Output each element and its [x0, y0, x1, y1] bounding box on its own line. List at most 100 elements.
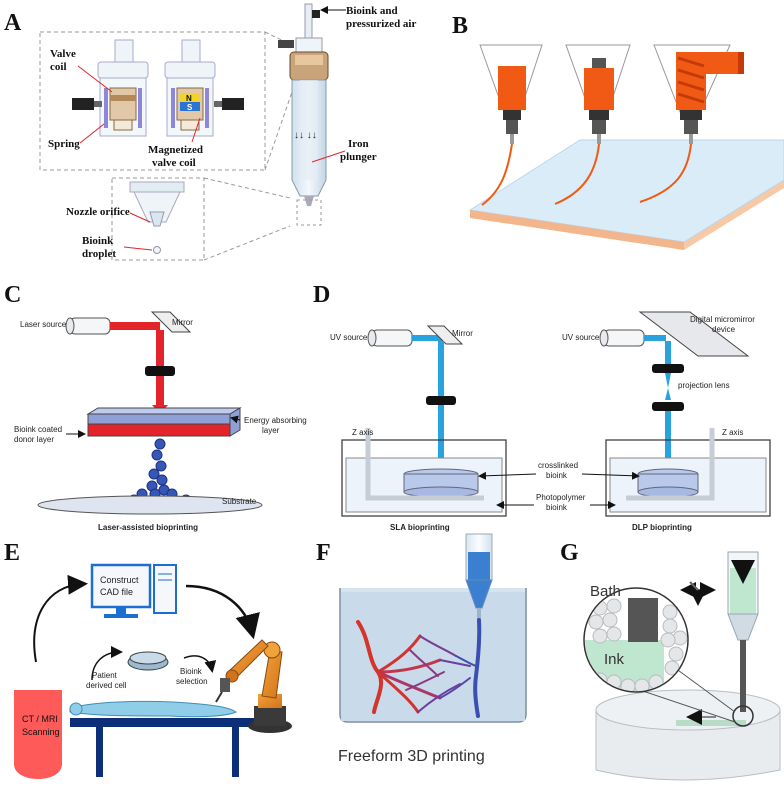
donor-label-2: donor layer — [14, 435, 54, 444]
panel-letter-b: B — [452, 13, 468, 39]
uv-beam-dlp — [665, 411, 671, 471]
pneumatic-extruder — [481, 66, 526, 206]
panel-letter-c: C — [4, 282, 21, 308]
dmd-label-1: Digital micromirror — [690, 315, 755, 324]
valve-zoom-frame — [39, 31, 266, 171]
sla-caption: SLA bioprinting — [390, 523, 450, 532]
droplet-label-2: droplet — [82, 248, 116, 260]
nozzle-orifice-label: Nozzle orifice — [66, 206, 130, 218]
uv-source-label-left: UV source — [330, 333, 368, 342]
energy-label-2: layer — [262, 426, 280, 435]
uv-source-left — [371, 329, 413, 347]
energy-label-1: Energy absorbing — [244, 416, 307, 425]
panel-e: E Construct CAD file CT / MRI Scanning P… — [4, 540, 292, 779]
donor-label-1: Bioink coated — [14, 425, 62, 434]
photopolymer-label-2: bioink — [546, 503, 568, 512]
substrate-label: Substrate — [222, 497, 257, 506]
mirror-label-d: Mirror — [452, 329, 473, 338]
panel-b: B — [452, 13, 784, 250]
bath-label: Bath — [590, 583, 621, 600]
laser-source-label: Laser source — [20, 320, 67, 329]
projection-lens-label: projection lens — [678, 381, 730, 390]
panel-letter-f: F — [316, 540, 331, 566]
panel-g: G — [560, 540, 781, 781]
svg-text:↓↓ ↓↓: ↓↓ ↓↓ — [294, 130, 317, 141]
arrow-scan-to-cad — [33, 574, 88, 663]
bioink-sel-label-2: selection — [176, 677, 208, 686]
dlp-vat — [605, 439, 771, 517]
drop-on-demand-head: ↓↓ ↓↓ — [278, 3, 329, 226]
operating-table — [70, 718, 264, 727]
panel-c: C Laser source Mirror Energy absorbing l… — [4, 282, 307, 532]
robotic-arm — [215, 639, 292, 733]
bioink-sel-label-1: Bioink — [180, 667, 203, 676]
energy-absorbing-layer — [87, 413, 231, 425]
mirror-d — [426, 325, 464, 345]
motion-arrows — [680, 581, 716, 606]
ct-scanner-tube — [14, 690, 62, 779]
printed-vasculature — [356, 618, 482, 718]
iron-plunger-label-1: Iron — [348, 138, 369, 150]
ct-label-1: CT / MRI — [22, 714, 58, 724]
iron-plunger-label-2: plunger — [340, 151, 377, 163]
patient-figure — [69, 700, 237, 718]
ink-label: Ink — [604, 651, 625, 668]
spring-label: Spring — [48, 138, 80, 150]
laser-caption: Laser-assisted bioprinting — [98, 523, 198, 532]
valve-coil-label-2: coil — [50, 61, 67, 73]
nozzle-zoom-frame — [111, 177, 205, 261]
laser-beam-horizontal — [110, 322, 160, 330]
panel-letter-e: E — [4, 540, 20, 566]
construct-label-1: Construct — [100, 575, 139, 585]
cad-tower — [153, 564, 177, 614]
magnetized-label-1: Magnetized — [148, 144, 203, 156]
panel-letter-g: G — [560, 540, 579, 566]
bioink-air-label-2: pressurized air — [346, 18, 416, 30]
digital-micromirror-device — [638, 311, 750, 357]
bioink-donor-layer — [87, 423, 231, 437]
dlp-caption: DLP bioprinting — [632, 523, 692, 532]
patient-label-2: derived cell — [86, 681, 127, 690]
substrate — [37, 495, 263, 515]
piston-extruder — [554, 58, 614, 205]
laser-source — [69, 317, 111, 335]
panel-letter-d: D — [313, 282, 330, 308]
construct-label-2: CAD file — [100, 587, 133, 597]
crosslinked-label-1: crosslinked — [538, 461, 578, 470]
magnet-n-label: N — [186, 94, 192, 103]
freeform-caption: Freeform 3D printing — [338, 748, 485, 765]
panel-d: D UV source Mirror Z axis SLA bioprintin… — [313, 282, 771, 532]
build-plate — [468, 139, 784, 243]
uv-source-label-right: UV source — [562, 333, 600, 342]
z-axis-left: Z axis — [352, 428, 373, 437]
magnified-view: Bath Ink — [583, 583, 689, 693]
projection-lens-bottom — [652, 402, 684, 411]
cad-monitor — [90, 563, 152, 609]
uv-beam-sla — [438, 341, 444, 473]
panel-f: F Freeform 3D printing — [316, 533, 527, 765]
lens-c — [145, 366, 175, 376]
patient-label-1: Patient — [92, 671, 118, 680]
photopolymer-label-1: Photopolymer — [536, 493, 586, 502]
magnetized-label-2: valve coil — [152, 157, 196, 169]
mirror-label-c: Mirror — [172, 318, 193, 327]
magnet-s-label: S — [187, 103, 193, 112]
mirror-c — [150, 311, 192, 333]
screw-extruder — [639, 52, 744, 203]
valve-unpowered — [72, 39, 149, 137]
embedded-needle — [740, 640, 746, 712]
crosslinked-label-2: bioink — [546, 471, 568, 480]
printed-ink-line — [676, 720, 746, 726]
valve-coil-label-1: Valve — [50, 48, 76, 60]
z-axis-right: Z axis — [722, 428, 743, 437]
uv-source-right — [603, 329, 645, 347]
panel-a: A N S — [4, 3, 416, 261]
droplet-label-1: Bioink — [82, 235, 114, 247]
nozzle-detail — [129, 181, 185, 254]
freeform-syringe — [465, 533, 493, 620]
panel-letter-a: A — [4, 10, 22, 36]
arrow-cad-to-robot — [185, 584, 260, 640]
projection-lens-top — [652, 364, 684, 373]
sla-vat — [341, 439, 507, 517]
